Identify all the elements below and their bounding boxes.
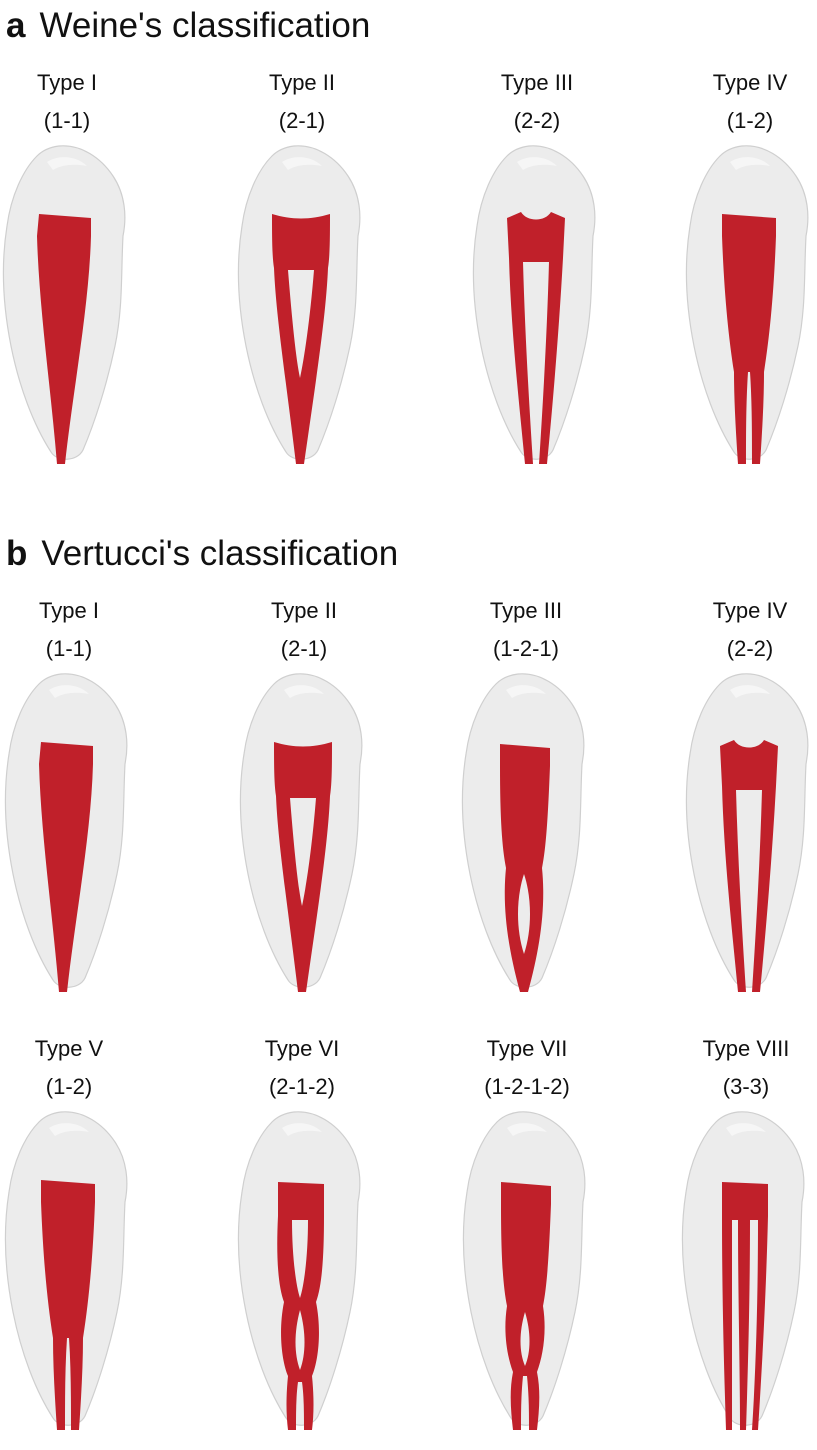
type-code: (2-2) [513,108,561,133]
tooth-figure [4,1111,128,1430]
type-name: Type V [34,1036,104,1061]
panel-b-heading: Vertucci's classification [41,534,399,573]
type-name: Type VI [264,1036,340,1061]
tooth-diagram: Type VI (2-1-2) [222,1030,382,1436]
type-code: (2-1) [280,636,328,661]
root-canal [722,214,776,464]
tooth-figure [4,673,128,992]
crown-highlight [730,685,770,698]
crown-highlight [47,157,87,170]
root-canal [720,740,778,992]
tooth-diagram: Type II (2-1) [222,64,382,470]
tooth-diagram: Type III (1-2-1) [446,592,606,998]
type-name: Type VIII [702,1036,790,1061]
type-code: (2-1-2) [268,1074,335,1099]
tooth-figure [462,1111,586,1430]
root-canal [277,1182,324,1430]
type-name: Type IV [712,598,788,623]
type-name: Type I [39,598,99,623]
type-name: Type II [268,70,336,95]
tooth-diagram: Type I (1-1) [0,64,147,470]
root-canal [501,1182,551,1430]
tooth-figure [237,145,361,464]
root-canal [507,212,565,464]
tooth-diagram: Type IV (2-2) [670,592,817,998]
tooth-figure [461,673,585,992]
type-code: (1-2) [45,1074,93,1099]
crown-highlight [49,685,89,698]
tooth-figure [237,1111,361,1430]
type-code: (1-2) [726,108,774,133]
tooth-diagram: Type I (1-1) [0,592,149,998]
type-name: Type VII [486,1036,568,1061]
root-canal [39,742,93,992]
type-code: (1-2-1) [492,636,559,661]
tooth-figure [239,673,363,992]
tooth-diagram: Type II (2-1) [224,592,384,998]
panel-b-title: b Vertucci's classification [6,534,398,574]
tooth-outline [685,673,809,988]
tooth-diagram: Type VII (1-2-1-2) [447,1030,607,1436]
tooth-figure [472,145,596,464]
tooth-figure [685,673,809,992]
tooth-diagram: Type V (1-2) [0,1030,149,1436]
crown-highlight [517,157,557,170]
crown-highlight [284,685,324,698]
root-canal [274,742,332,992]
panel-a-title: a Weine's classification [6,6,370,46]
root-canal [500,744,550,992]
type-code: (1-1) [45,636,93,661]
tooth-diagram: Type VIII (3-3) [666,1030,817,1436]
crown-highlight [49,1123,89,1136]
tooth-diagram: Type III (2-2) [457,64,617,470]
tooth-outline [237,1111,361,1426]
panel-a-letter: a [6,6,26,45]
crown-highlight [282,1123,322,1136]
tooth-figure [2,145,126,464]
tooth-figure [685,145,809,464]
tooth-figure [681,1111,805,1430]
type-name: Type III [500,70,574,95]
type-code: (1-2-1-2) [484,1074,570,1099]
type-name: Type III [489,598,563,623]
root-canal [41,1180,95,1430]
crown-highlight [730,157,770,170]
type-name: Type I [37,70,97,95]
type-name: Type IV [712,70,788,95]
panel-b-letter: b [6,534,28,573]
crown-highlight [282,157,322,170]
crown-highlight [507,1123,547,1136]
type-code: (2-1) [278,108,326,133]
type-name: Type II [270,598,338,623]
root-canal [272,214,330,464]
tooth-outline [472,145,596,460]
type-code: (2-2) [726,636,774,661]
type-code: (3-3) [722,1074,770,1099]
crown-highlight [506,685,546,698]
crown-highlight [726,1123,766,1136]
tooth-diagram: Type IV (1-2) [670,64,817,470]
root-canal [37,214,91,464]
root-canal [722,1182,768,1430]
panel-a-heading: Weine's classification [39,6,371,45]
type-code: (1-1) [43,108,91,133]
